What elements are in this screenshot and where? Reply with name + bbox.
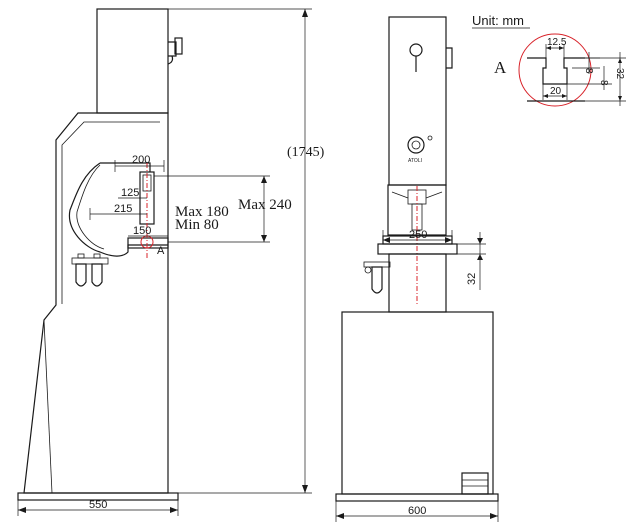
foot-pedal: [461, 472, 489, 495]
base-width-label: 600: [408, 505, 426, 517]
width-125-label: 125: [121, 187, 139, 199]
detail-circle: [518, 33, 592, 107]
unit-label: Unit: mm: [472, 13, 524, 28]
stroke-max-label: Max 180: [175, 204, 229, 220]
throat-depth-label: 200: [132, 154, 150, 166]
table-width-label: 250: [409, 229, 427, 241]
brand-logo-icon: [407, 135, 433, 154]
stroke-min-label: Min 80: [175, 217, 219, 233]
front-filter-regulator: [363, 261, 391, 294]
table-depth-label: 150: [133, 225, 151, 237]
upper-column: [96, 8, 169, 114]
front-base-plate: [335, 493, 499, 502]
t-slot-profile: [527, 57, 585, 85]
slot-upper-depth-label: 8: [583, 68, 594, 74]
front-ram-housing: [387, 184, 447, 236]
base-depth-label: 550: [89, 499, 107, 511]
throat-inner: [76, 164, 105, 250]
front-base-cabinet: [341, 311, 494, 495]
width-215-label: 215: [114, 203, 132, 215]
throat: [68, 162, 168, 257]
brand-text: ATOLI: [408, 158, 422, 164]
table-thickness-label: 32: [466, 273, 478, 285]
overall-height-label: (1745): [287, 145, 325, 160]
side-view: (1745) 200 125 215 Max 180 Min 80 Max 24…: [17, 8, 325, 516]
detail-ref-label: A: [157, 245, 165, 257]
switch-box: [174, 37, 183, 55]
frame-edge: [43, 319, 53, 494]
side-base-plate: [17, 492, 179, 501]
front-view: ATOLI 250: [335, 16, 499, 522]
c-frame-inner: [61, 121, 160, 304]
slot-top-width-label: 12.5: [547, 37, 567, 48]
slot-total-depth-label: 32: [614, 68, 625, 80]
c-frame: [23, 112, 169, 494]
slot-neck-depth-label: 8: [598, 80, 609, 86]
detail-label: A: [494, 58, 507, 77]
detail-a: Unit: mm A 12.5 20 8 8 32: [472, 13, 626, 107]
side-switch: [167, 41, 177, 65]
slot-width-label: 20: [550, 86, 562, 97]
front-switch: [446, 47, 453, 69]
open-height-label: Max 240: [238, 197, 292, 213]
lever-knob: [409, 43, 423, 57]
filter-regulator: [71, 253, 109, 287]
